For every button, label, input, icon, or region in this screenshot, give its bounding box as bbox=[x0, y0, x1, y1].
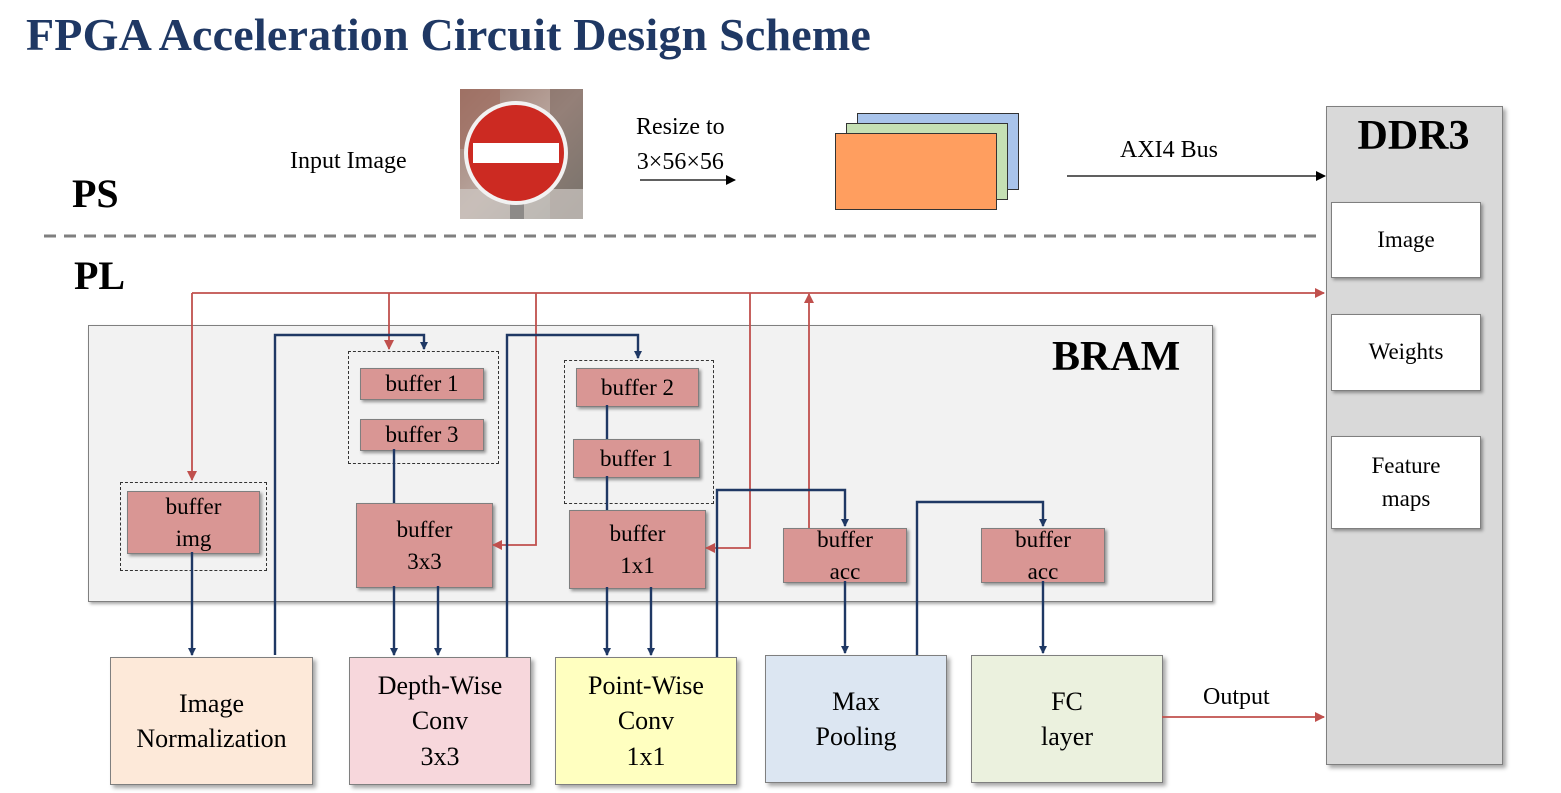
buffer-img: buffer img bbox=[127, 491, 260, 554]
max-pooling-module: Max Pooling bbox=[765, 655, 947, 783]
ddr3-image-box: Image bbox=[1331, 202, 1481, 278]
red-to-buffer-3x3 bbox=[492, 293, 537, 550]
page-title: FPGA Acceleration Circuit Design Scheme bbox=[26, 9, 872, 60]
feature-map-layer-1 bbox=[835, 133, 997, 210]
buffer-1-pw: buffer 1 bbox=[573, 439, 700, 478]
resize-label: Resize to 3×56×56 bbox=[636, 114, 725, 175]
ddr3-label: DDR3 bbox=[1357, 113, 1470, 159]
output-label: Output bbox=[1203, 684, 1270, 710]
axi-bus-label: AXI4 Bus bbox=[1120, 137, 1219, 163]
fc-layer-module: FC layer bbox=[971, 655, 1163, 783]
ddr3-weights-box: Weights bbox=[1331, 314, 1481, 391]
image-normalization-module: Image Normalization bbox=[110, 657, 313, 785]
point-wise-conv-module: Point-Wise Conv 1x1 bbox=[555, 657, 737, 785]
bram-label: BRAM bbox=[1052, 334, 1181, 380]
red-to-buffer-1x1 bbox=[705, 293, 751, 553]
no-entry-sign-image bbox=[460, 89, 583, 219]
dw-buffer-group bbox=[348, 351, 499, 464]
blue-dw-to-pw-buffers bbox=[505, 333, 642, 657]
img-buffer-group bbox=[120, 482, 267, 571]
buffer-3x3: buffer 3x3 bbox=[356, 503, 493, 588]
pw-buffer-group bbox=[564, 360, 714, 504]
buffer-2-pw: buffer 2 bbox=[576, 368, 699, 407]
blue-norm-to-dw-buffers bbox=[273, 333, 428, 655]
ddr3-feature-maps-box: Feature maps bbox=[1331, 436, 1481, 529]
depth-wise-conv-module: Depth-Wise Conv 3x3 bbox=[349, 657, 531, 785]
blue-pool-to-acc bbox=[915, 500, 1047, 655]
buffer-1-dw: buffer 1 bbox=[360, 368, 484, 400]
input-image-label: Input Image bbox=[290, 148, 407, 174]
ps-label: PS bbox=[72, 171, 119, 216]
buffer-1x1: buffer 1x1 bbox=[569, 510, 706, 589]
buffer-acc-fc: buffer acc bbox=[981, 527, 1105, 584]
pl-label: PL bbox=[74, 253, 126, 298]
buffer-acc-pool: buffer acc bbox=[783, 527, 907, 584]
input-image bbox=[460, 89, 583, 219]
buffer-3-dw: buffer 3 bbox=[360, 419, 484, 451]
blue-pw-to-acc bbox=[715, 488, 849, 657]
